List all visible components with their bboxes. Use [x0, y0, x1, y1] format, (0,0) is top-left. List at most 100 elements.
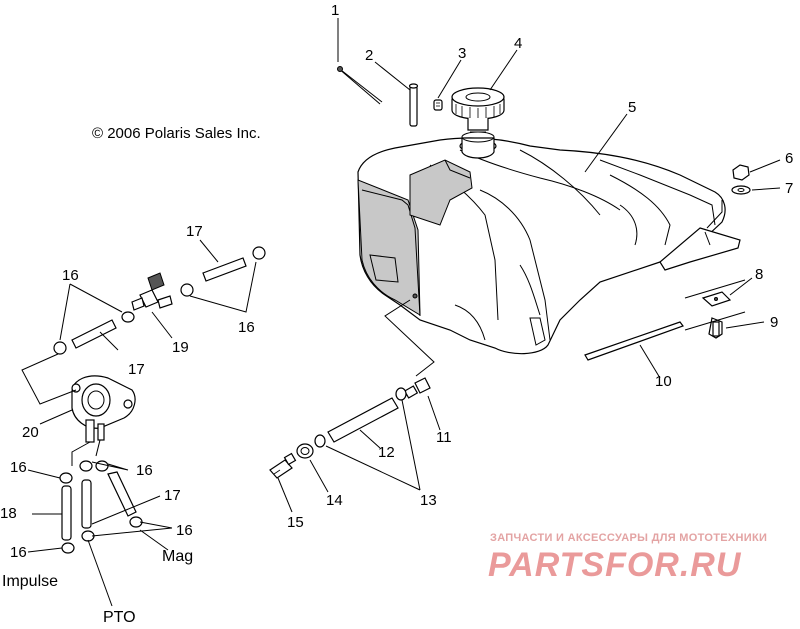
part-17-hose-lower-a [81, 479, 92, 529]
callout-12: 12 [378, 444, 395, 461]
callout-7: 7 [785, 180, 793, 197]
part-8-plate [701, 291, 732, 307]
part-2-pin [408, 83, 419, 127]
callout-17-c: 17 [164, 487, 181, 504]
fuel-cap [451, 87, 505, 133]
part-16-clamp-lower-1 [59, 472, 73, 484]
leader-3 [437, 59, 462, 99]
part-3-clip [433, 99, 443, 111]
callout-11: 11 [436, 429, 452, 446]
leader-5 [584, 113, 628, 173]
leader-20 [39, 409, 73, 425]
guide-8 [684, 279, 746, 299]
leader-16-low-3 [91, 521, 173, 537]
callout-5: 5 [628, 99, 636, 116]
part-17-hose-upper [202, 257, 247, 282]
outlet-point [412, 293, 418, 299]
callout-10: 10 [655, 373, 672, 390]
leader-19 [151, 311, 173, 339]
leader-12 [359, 429, 381, 449]
leader-15 [277, 477, 293, 513]
part-12-hose [327, 397, 399, 443]
part-9-bolt [708, 317, 723, 339]
callout-15: 15 [287, 514, 304, 531]
callout-17-a: 17 [186, 223, 203, 240]
leader-9 [725, 321, 765, 329]
fuel-tank [357, 131, 741, 355]
callout-6: 6 [785, 150, 793, 167]
callout-16-b: 16 [238, 319, 255, 336]
part-16-clamp-upper-left [180, 283, 194, 297]
part-16-clamp-mid [121, 311, 135, 323]
label-pto: PTO [103, 609, 136, 624]
part-16-clamp-lower-3 [95, 460, 109, 472]
watermark-tagline: ЗАПЧАСТИ И АКСЕССУАРЫ ДЛЯ МОТОТЕХНИКИ [490, 532, 767, 544]
leader-16-low-4 [27, 547, 63, 553]
callout-20: 20 [22, 424, 39, 441]
copyright-text: © 2006 Polaris Sales Inc. [92, 125, 261, 142]
callout-4: 4 [514, 35, 522, 52]
part-10-strap [584, 321, 684, 361]
part-15-valve [269, 452, 297, 479]
part-11-fitting [403, 377, 431, 399]
leader-16-low-1 [27, 469, 61, 479]
leader-17-top [199, 239, 219, 263]
leader-6 [749, 159, 781, 173]
part-18-hose [61, 485, 72, 541]
part-20-fuel-pump [71, 375, 136, 443]
leader-6-7 [706, 200, 723, 229]
part-19-fuel-valve [131, 272, 173, 311]
callout-3: 3 [458, 45, 466, 62]
part-16-clamp-upper-right [252, 246, 266, 260]
part-16-clamp-lower-6 [61, 542, 75, 554]
part-1-rod [337, 66, 383, 105]
leader-10 [639, 344, 661, 379]
leader-pto [87, 539, 113, 607]
callout-1: 1 [331, 2, 339, 19]
part-17-hose-mid [71, 319, 117, 349]
pump-line-center [95, 439, 101, 457]
leader-16-b [59, 283, 71, 341]
callout-16-f: 16 [10, 544, 27, 561]
callout-18: 18 [0, 505, 17, 522]
leader-17-low [91, 495, 161, 525]
callout-17-b: 17 [128, 361, 145, 378]
part-16-clamp-left [53, 341, 67, 355]
part-13-clamps [314, 387, 407, 448]
callout-16-e: 16 [176, 522, 193, 539]
leader-7 [751, 187, 781, 191]
callout-16-c: 16 [10, 459, 27, 476]
callout-2: 2 [365, 47, 373, 64]
part-6-nut [732, 164, 750, 181]
leader-11 [427, 395, 441, 431]
leader-16-a [69, 283, 123, 313]
part-17-hose-lower-b [107, 471, 137, 517]
part-14-grommet [296, 443, 314, 459]
label-mag: Mag [162, 548, 193, 565]
callout-8: 8 [755, 266, 763, 283]
leader-16-low-2 [91, 461, 129, 471]
guide-9 [684, 311, 746, 331]
watermark-brand: PARTSFOR.RU [488, 546, 742, 584]
leader-16-upper [189, 261, 257, 313]
label-impulse: Impulse [2, 573, 58, 590]
callout-13: 13 [420, 492, 437, 509]
pump-line-impulse [71, 441, 91, 466]
callout-19: 19 [172, 339, 189, 356]
leader-8 [729, 277, 753, 296]
leader-pump-in [21, 353, 77, 405]
leader-14 [309, 459, 329, 493]
callout-16-d: 16 [136, 462, 153, 479]
leader-17-mid [99, 331, 119, 351]
callout-16-a: 16 [62, 267, 79, 284]
leader-2 [374, 61, 411, 91]
leader-outlet [384, 299, 435, 377]
part-7-washer [731, 185, 751, 195]
part-16-clamp-lower-2 [79, 460, 93, 472]
callout-9: 9 [770, 314, 778, 331]
callout-14: 14 [326, 492, 343, 509]
leader-13 [325, 399, 421, 491]
leader-mag [139, 529, 169, 551]
